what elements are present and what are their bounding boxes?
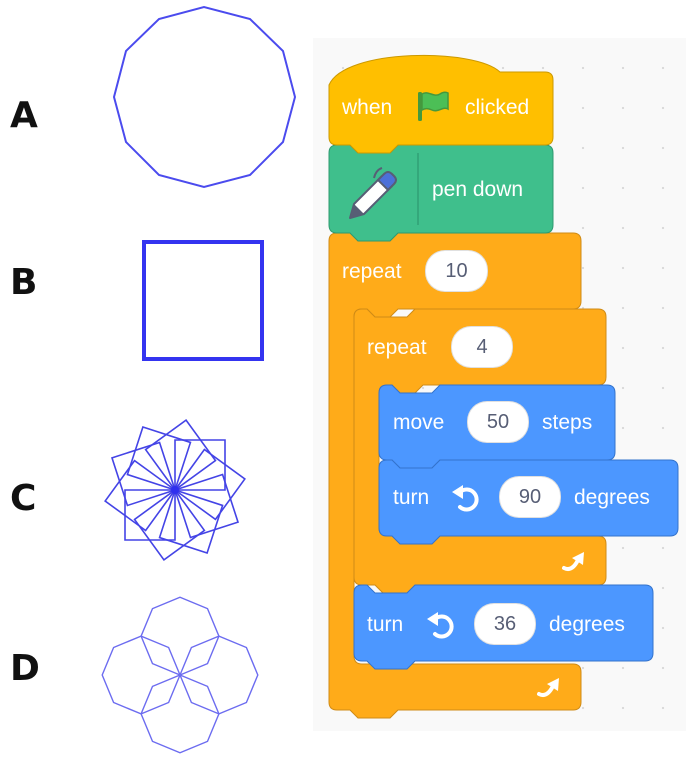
degrees-label: degrees (574, 486, 650, 509)
option-c-star-shape (104, 419, 246, 561)
pen-down-label: pen down (432, 178, 524, 201)
option-b-square-shape (142, 240, 264, 361)
when-label: when (342, 96, 393, 119)
turn-label: turn (393, 486, 430, 509)
option-d-label: D (10, 648, 40, 689)
option-d-octagons-shape (101, 596, 259, 754)
inner-repeat-label: repeat (367, 336, 427, 359)
loop-arrow-icon (562, 552, 584, 571)
outer-repeat-count-input[interactable]: 10 (425, 250, 488, 292)
pen-icon (349, 167, 397, 219)
outer-repeat-block[interactable] (328, 232, 582, 719)
turn-90-degrees-input[interactable]: 90 (499, 476, 561, 518)
move-label: move (393, 411, 445, 434)
steps-label: steps (542, 411, 593, 434)
inner-repeat-count-input[interactable]: 4 (451, 326, 513, 368)
turn-36-degrees-input[interactable]: 36 (474, 603, 536, 645)
green-flag-icon (418, 91, 449, 121)
rotate-left-icon (427, 612, 454, 639)
option-b-label: B (10, 262, 38, 303)
option-c-label: C (10, 478, 37, 519)
turn-label-outer: turn (367, 613, 404, 636)
clicked-label: clicked (465, 96, 530, 119)
pen-down-block[interactable] (328, 144, 554, 242)
degrees-label-outer: degrees (549, 613, 625, 636)
option-a-label: A (10, 95, 38, 136)
outer-repeat-label: repeat (342, 260, 402, 283)
loop-arrow-icon (537, 678, 559, 697)
option-a-dodecagon-shape (112, 5, 297, 189)
move-steps-input[interactable]: 50 (467, 401, 529, 443)
rotate-left-icon (452, 485, 479, 512)
